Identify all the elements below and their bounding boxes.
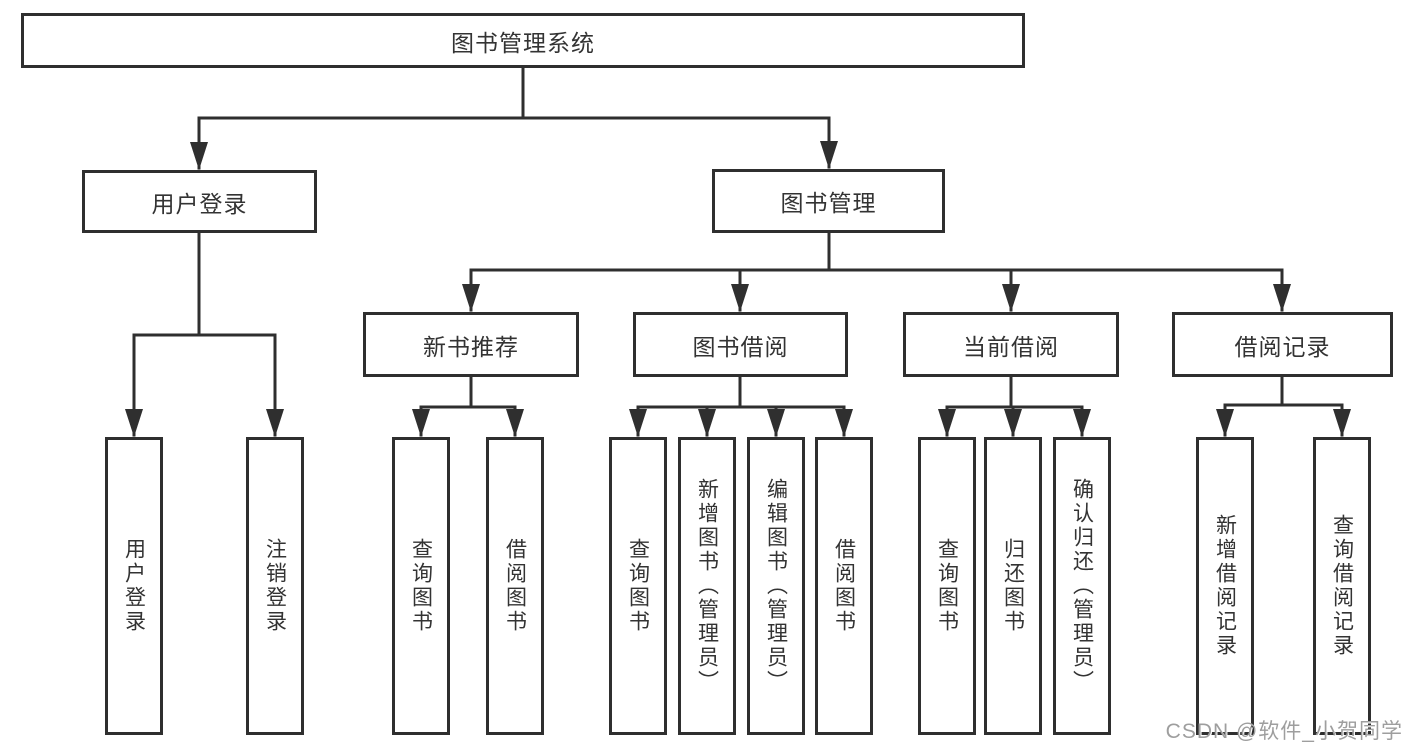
node-label: 借阅图书 xyxy=(503,538,527,634)
connector-book-management xyxy=(462,231,1291,312)
connector-user-login xyxy=(125,231,284,437)
connector-root xyxy=(190,66,838,170)
leaf-borrow-books: 借阅图书 xyxy=(815,437,873,735)
node-label: 编辑图书（管理员） xyxy=(764,478,788,694)
leaf-query-books-borrow: 查询图书 xyxy=(609,437,667,735)
node-label: 当前借阅 xyxy=(963,333,1059,360)
csdn-watermark: CSDN @软件_小贺同学 xyxy=(1165,720,1403,743)
node-label: 新书推荐 xyxy=(423,333,519,360)
connector-book-borrowing xyxy=(629,375,853,437)
node-root: 图书管理系统 xyxy=(21,13,1025,68)
connector-borrowing-records xyxy=(1216,375,1351,437)
node-label: 归还图书 xyxy=(1001,538,1025,634)
node-label: 新增借阅记录 xyxy=(1213,514,1237,658)
node-new-book-recommendation: 新书推荐 xyxy=(363,312,579,377)
node-label: 查询图书 xyxy=(935,538,959,634)
node-borrowing-records: 借阅记录 xyxy=(1172,312,1393,377)
leaf-borrow-books-recommend: 借阅图书 xyxy=(486,437,544,735)
node-label: 借阅图书 xyxy=(832,538,856,634)
node-label: 查询图书 xyxy=(626,538,650,634)
node-label: 新增图书（管理员） xyxy=(695,478,719,694)
node-current-borrowing: 当前借阅 xyxy=(903,312,1119,377)
connector-new-book-recommendation xyxy=(412,375,524,437)
leaf-logout: 注销登录 xyxy=(246,437,304,735)
leaf-add-books-admin: 新增图书（管理员） xyxy=(678,437,736,735)
node-label: 用户登录 xyxy=(122,538,146,634)
node-label: 用户登录 xyxy=(151,190,248,217)
node-label: 图书借阅 xyxy=(692,333,789,360)
leaf-query-books-current: 查询图书 xyxy=(918,437,976,735)
node-book-borrowing: 图书借阅 xyxy=(633,312,848,377)
leaf-query-borrow-record: 查询借阅记录 xyxy=(1313,437,1371,735)
node-label: 借阅记录 xyxy=(1234,333,1331,360)
node-label: 查询借阅记录 xyxy=(1330,514,1354,658)
leaf-return-books: 归还图书 xyxy=(984,437,1042,735)
leaf-add-borrow-record: 新增借阅记录 xyxy=(1196,437,1254,735)
node-user-login: 用户登录 xyxy=(82,170,317,233)
leaf-edit-books-admin: 编辑图书（管理员） xyxy=(747,437,805,735)
node-label: 注销登录 xyxy=(263,538,287,634)
leaf-confirm-return-admin: 确认归还（管理员） xyxy=(1053,437,1111,735)
node-label: 查询图书 xyxy=(409,538,433,634)
node-book-management: 图书管理 xyxy=(712,169,945,233)
leaf-user-login: 用户登录 xyxy=(105,437,163,735)
node-label: 确认归还（管理员） xyxy=(1070,478,1094,694)
leaf-query-books-recommend: 查询图书 xyxy=(392,437,450,735)
connector-current-borrowing xyxy=(938,375,1091,437)
node-label: 图书管理系统 xyxy=(451,29,595,56)
node-label: 图书管理 xyxy=(780,190,877,216)
